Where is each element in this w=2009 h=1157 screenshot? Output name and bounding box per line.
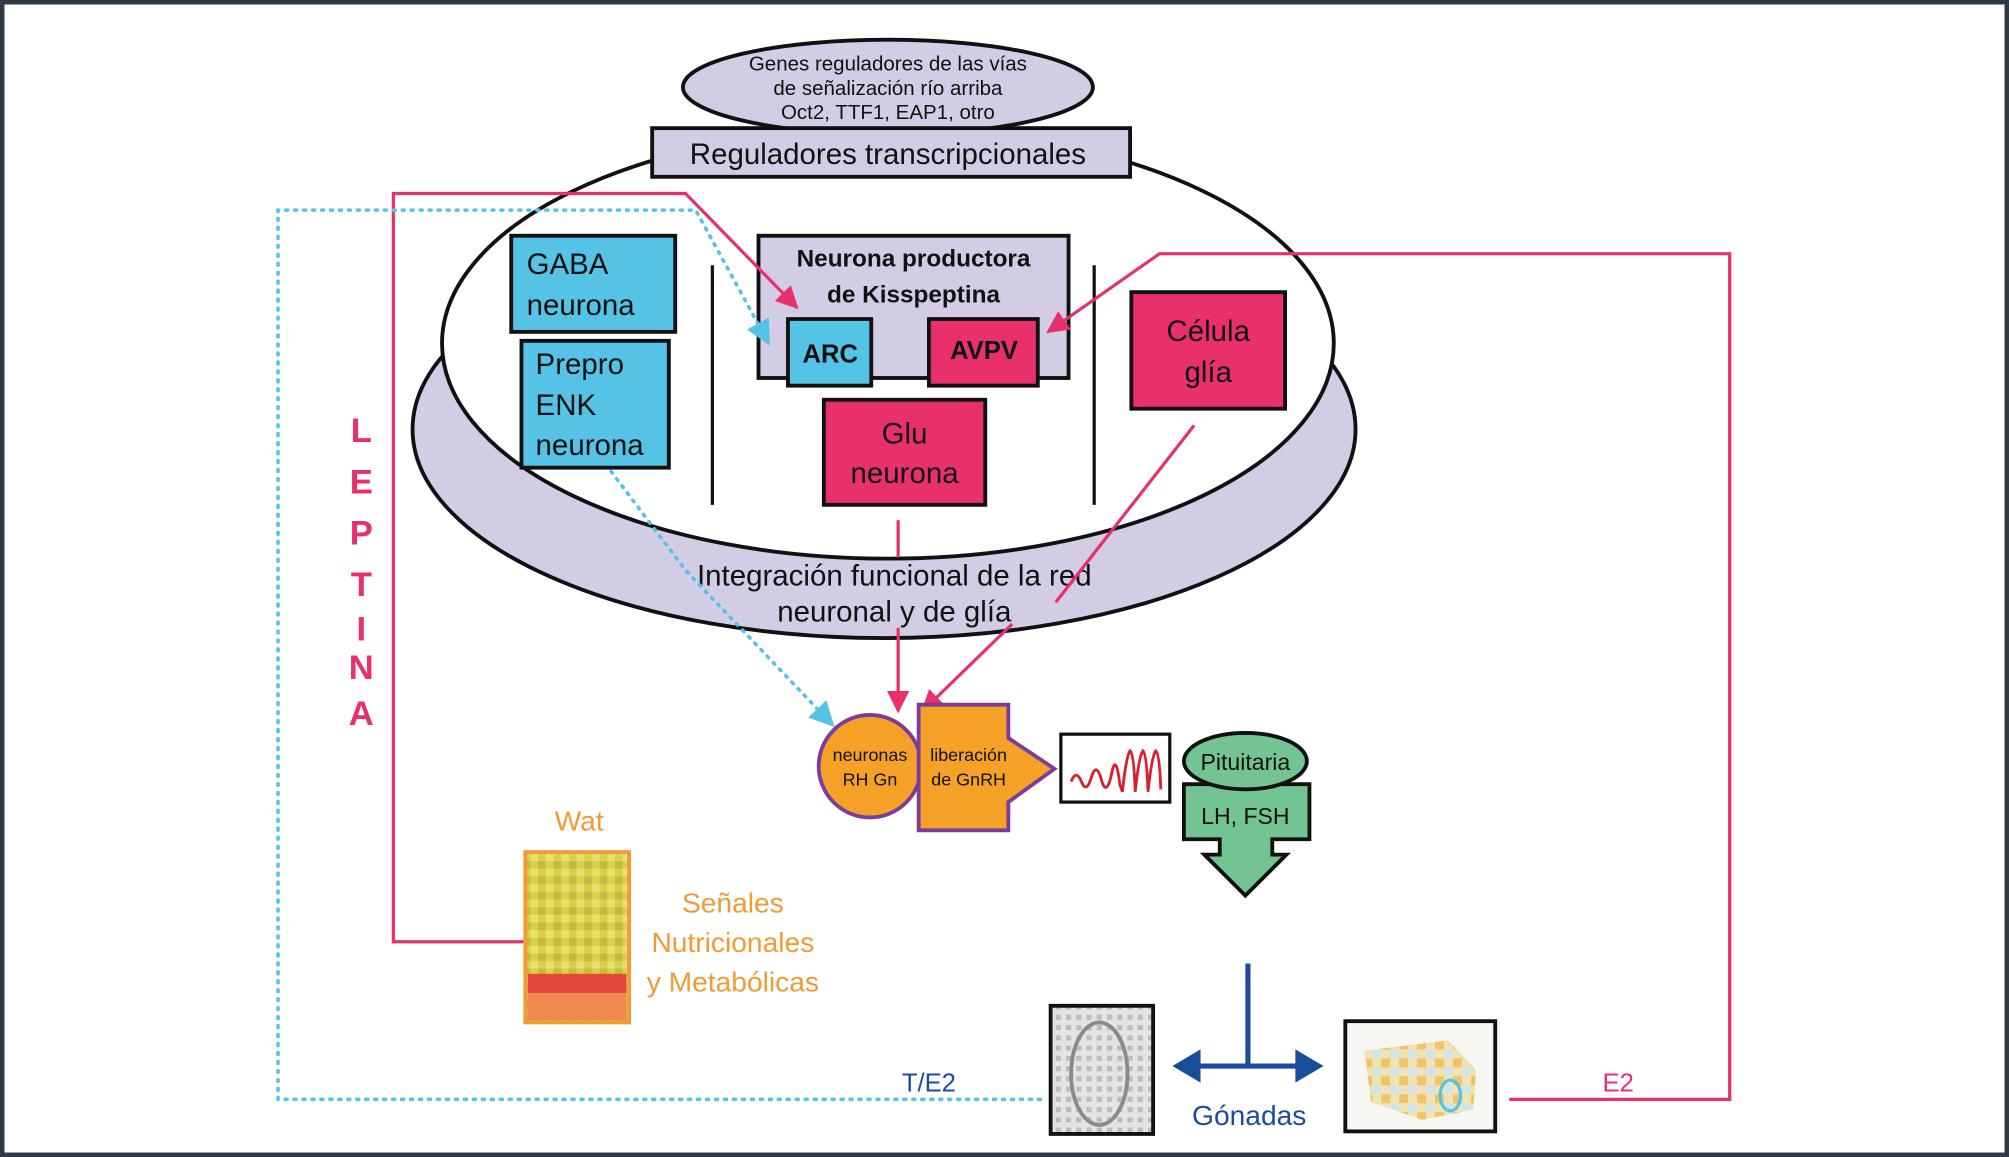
gnrh-release-arrow — [916, 702, 1058, 833]
preproenk-line-1: Prepro — [536, 348, 624, 381]
arc-label: ARC — [803, 341, 858, 369]
integration-line-2: neuronal y de glía — [777, 595, 1012, 628]
te2-feedback-line — [276, 208, 1043, 1102]
leptin-letter: N — [349, 649, 374, 687]
leptin-letter: I — [357, 611, 367, 649]
avpv-box — [926, 317, 1040, 388]
glia-cell-line-1: Célula — [1166, 315, 1250, 348]
transcription-regulators-label: Reguladores transcripcionales — [690, 138, 1086, 171]
gnrh-neurons-line-2: RH Gn — [843, 769, 898, 789]
wat-label: Wat — [555, 804, 604, 836]
upstream-genes-line-1: Genes reguladores de las vías — [749, 52, 1027, 75]
glu-neuron-box — [821, 397, 988, 507]
kisspeptin-line-1: Neurona productora — [797, 246, 1031, 273]
leptin-letter: L — [351, 412, 372, 450]
wat-signals-line-2: Nutricionales — [651, 926, 814, 958]
gnrh-neurons-circle — [816, 713, 924, 820]
transcription-regulators-bar — [650, 126, 1132, 179]
preproenk-neuron-box — [519, 338, 671, 470]
arc-box — [786, 317, 874, 388]
gaba-neuron-line-2: neurona — [527, 289, 636, 322]
gnrh-release-line-2: de GnRH — [931, 769, 1006, 789]
gnrh-pulse-box — [1059, 732, 1172, 804]
ovary-image — [1343, 1019, 1498, 1134]
kisspeptin-line-2: de Kisspeptina — [827, 281, 1001, 308]
glu-neuron-line-1: Glu — [882, 417, 928, 450]
glia-to-gnrh-line-upper — [1054, 424, 1196, 604]
female-feedback-label: E2 — [1603, 1070, 1634, 1098]
pituitary-ellipse — [1181, 730, 1309, 792]
pituitary-hormones-label: LH, FSH — [1201, 803, 1289, 829]
male-feedback-label: T/E2 — [902, 1070, 956, 1098]
gaba-neuron-line-1: GABA — [527, 248, 609, 281]
preproenk-line-2: ENK — [536, 389, 597, 422]
upstream-genes-line-2: de señalización río arriba — [773, 77, 1003, 100]
gaba-neuron-box — [509, 233, 678, 334]
glu-neuron-line-2: neurona — [851, 457, 960, 490]
leptin-label: L E P T I N A — [349, 412, 374, 733]
glia-cell-line-2: glía — [1184, 356, 1232, 389]
wat-signals-line-1: Señales — [682, 886, 784, 918]
gonad-left-arrowhead-icon — [1172, 1049, 1201, 1083]
e2-feedback-line — [1046, 252, 1732, 1101]
wat-signals-line-3: y Metabólicas — [647, 966, 819, 998]
glia-to-gnrh-line-lower — [920, 622, 1014, 713]
gnrh-release-line-1: liberación — [930, 745, 1007, 765]
gnrh-neurons-line-1: neuronas — [833, 745, 908, 765]
leptin-letter: T — [351, 566, 372, 604]
avpv-label: AVPV — [950, 337, 1018, 365]
leptin-pathway-line — [391, 191, 799, 944]
integration-line-1: Integración funcional de la red — [697, 560, 1092, 593]
leptin-letter: P — [350, 515, 373, 553]
preproenk-line-3: neurona — [536, 429, 645, 462]
upstream-genes-line-3: Oct2, TTF1, EAP1, otro — [781, 101, 995, 124]
gonad-right-arrowhead-icon — [1295, 1049, 1324, 1083]
pituitary-label: Pituitaria — [1201, 749, 1291, 775]
testis-image — [1048, 1003, 1156, 1136]
gnrh-pulse-waveform-icon — [1069, 748, 1163, 793]
gonads-label: Gónadas — [1192, 1099, 1306, 1131]
pituitary-arrow — [1181, 782, 1312, 899]
adipose-tissue-image — [523, 850, 632, 1025]
leptin-letter: E — [350, 463, 373, 501]
leptin-letter: A — [349, 695, 374, 733]
glia-cell-box — [1129, 290, 1288, 411]
